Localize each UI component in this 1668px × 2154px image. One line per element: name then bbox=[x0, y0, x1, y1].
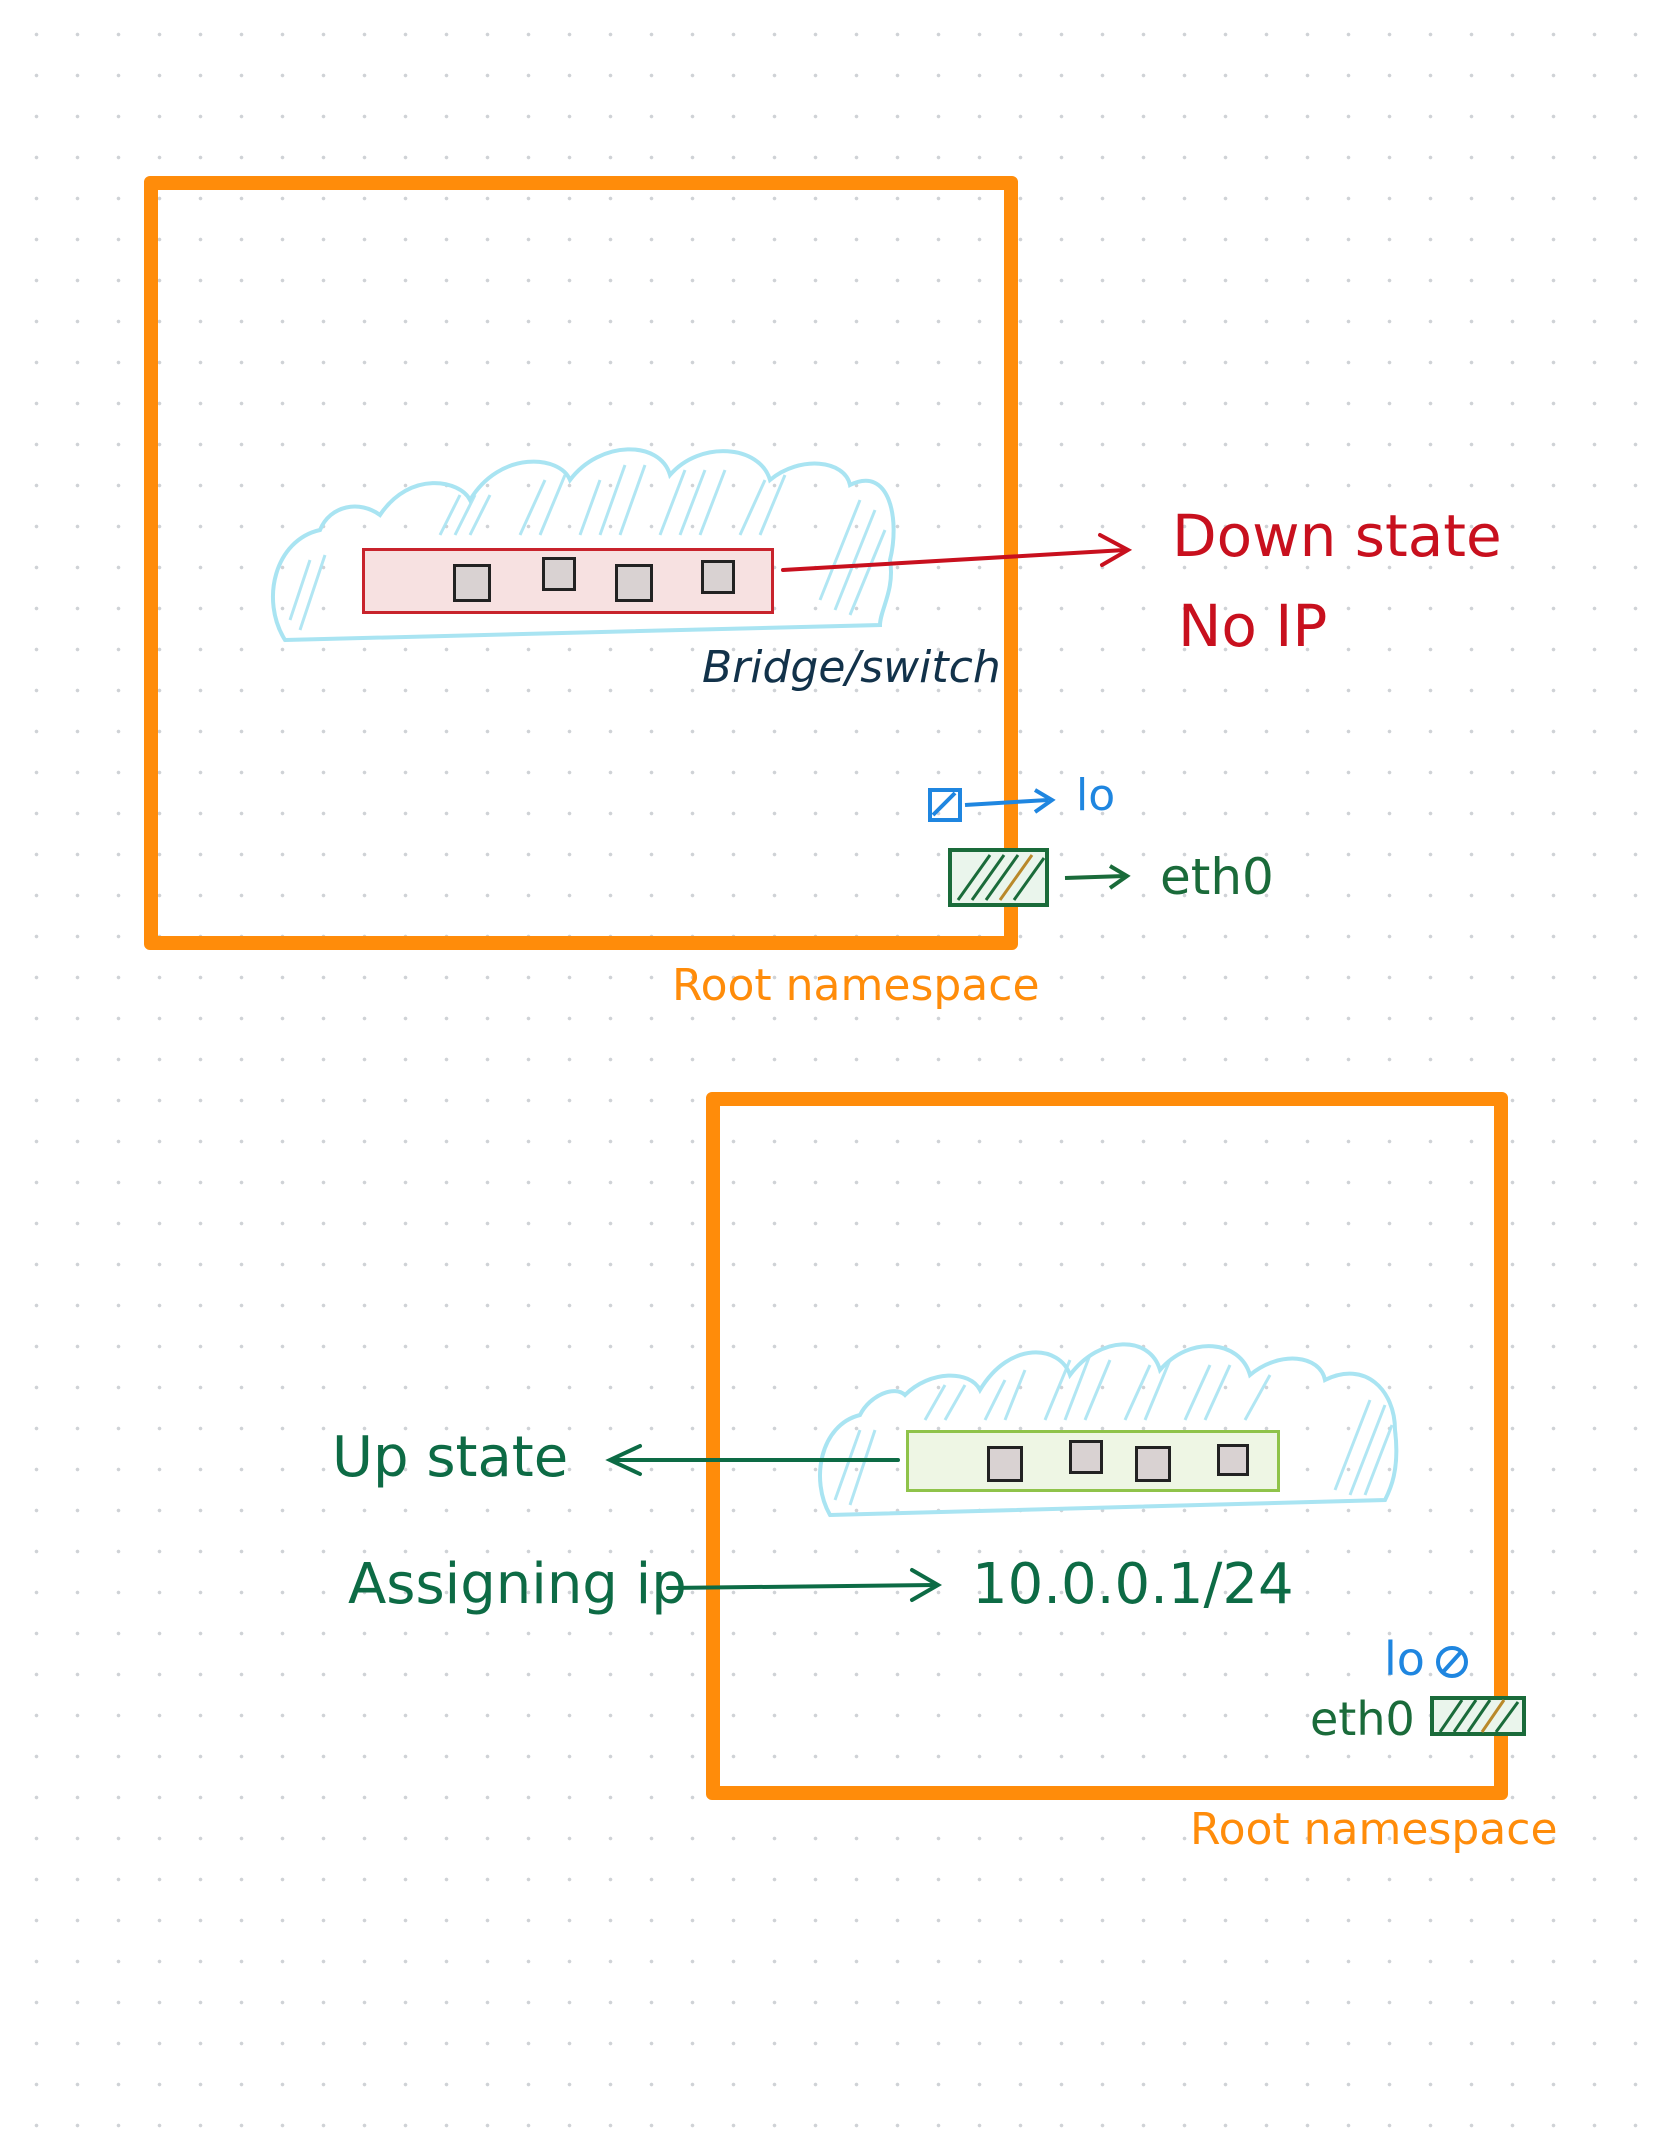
bridge-port bbox=[1069, 1440, 1103, 1474]
bridge-port bbox=[453, 564, 491, 602]
lo-label-bottom: lo bbox=[1384, 1632, 1425, 1686]
bridge-switch-label: Bridge/switch bbox=[702, 642, 1001, 693]
lo-icon-top bbox=[928, 788, 1056, 822]
bridge-port bbox=[615, 564, 653, 602]
lo-icon-bottom bbox=[1436, 1646, 1468, 1678]
down-state-label: Down state bbox=[1172, 502, 1502, 570]
bridge-port bbox=[1135, 1446, 1171, 1482]
root-namespace-label-bottom: Root namespace bbox=[1190, 1804, 1558, 1855]
bridge-port bbox=[701, 560, 735, 594]
ip-address-value: 10.0.0.1/24 bbox=[972, 1552, 1294, 1617]
eth0-icon-bottom bbox=[1430, 1696, 1526, 1736]
up-state-label: Up state bbox=[332, 1425, 569, 1490]
cloud-top bbox=[270, 447, 896, 642]
root-namespace-box-top bbox=[144, 176, 1018, 950]
root-namespace-label-top: Root namespace bbox=[672, 960, 1040, 1011]
no-ip-label: No IP bbox=[1178, 592, 1328, 660]
bridge-down-state bbox=[362, 548, 774, 614]
assigning-ip-label: Assigning ip bbox=[348, 1552, 687, 1617]
eth0-icon-top bbox=[948, 848, 1131, 907]
up-state-arrow bbox=[605, 1444, 900, 1476]
down-state-arrow bbox=[781, 533, 1133, 572]
root-namespace-box-bottom bbox=[706, 1092, 1508, 1800]
bridge-port bbox=[542, 557, 576, 591]
bridge-port bbox=[987, 1446, 1023, 1482]
bridge-port bbox=[1217, 1444, 1249, 1476]
cloud-top-hatch bbox=[288, 464, 887, 631]
eth0-label-bottom: eth0 bbox=[1310, 1692, 1415, 1746]
cloud-bottom-hatch bbox=[833, 1354, 1394, 1506]
cloud-bottom bbox=[818, 1342, 1399, 1517]
assigning-ip-arrow bbox=[666, 1568, 943, 1602]
lo-label-top: lo bbox=[1076, 770, 1116, 821]
eth0-label-top: eth0 bbox=[1160, 848, 1274, 906]
bridge-up-state bbox=[906, 1430, 1280, 1492]
